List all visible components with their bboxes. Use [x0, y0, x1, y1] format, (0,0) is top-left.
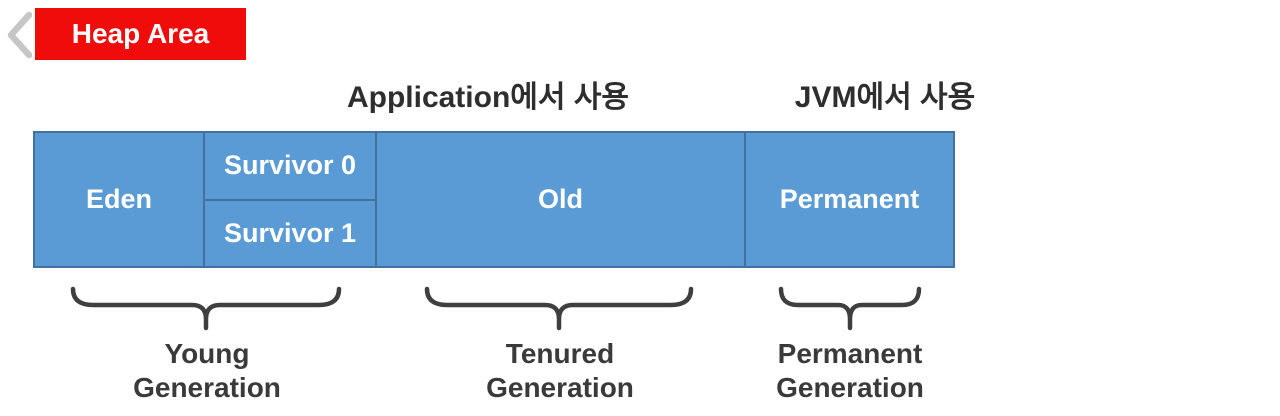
- permanent-generation-label: Permanent Generation: [740, 337, 960, 405]
- heap-area-title-label: Heap Area: [71, 18, 210, 49]
- heap-cell-survivor0: Survivor 0: [205, 133, 375, 199]
- permanent-generation-line1: Permanent: [777, 338, 923, 369]
- annotation-application-usage: Application에서 사용: [346, 81, 630, 114]
- young-generation-line1: Young: [164, 338, 250, 369]
- chevron-left-icon[interactable]: [2, 9, 40, 61]
- young-generation-brace: [70, 286, 342, 331]
- permanent-label: Permanent: [779, 184, 920, 214]
- old-label: Old: [538, 184, 583, 214]
- permanent-generation-brace: [778, 286, 922, 331]
- heap-cell-eden: Eden: [35, 133, 203, 266]
- heap-cell-survivor1: Survivor 1: [205, 200, 375, 266]
- survivor-column: Survivor 0 Survivor 1: [205, 133, 375, 266]
- tenured-generation-label: Tenured Generation: [450, 337, 670, 405]
- young-generation-label: Young Generation: [97, 337, 317, 405]
- eden-label: Eden: [85, 184, 152, 214]
- heap-bar: Eden Survivor 0 Survivor 1 Old Permanent: [33, 131, 955, 268]
- annotation-jvm-usage: JVM에서 사용: [794, 81, 976, 114]
- tenured-generation-line2: Generation: [486, 372, 634, 403]
- survivor0-label: Survivor 0: [223, 150, 357, 181]
- heap-area-title: Heap Area: [35, 8, 246, 60]
- young-generation-line2: Generation: [133, 372, 281, 403]
- tenured-generation-brace: [424, 286, 694, 331]
- permanent-generation-line2: Generation: [776, 372, 924, 403]
- tenured-generation-line1: Tenured: [505, 338, 615, 369]
- survivor1-label: Survivor 1: [223, 217, 357, 248]
- heap-cell-permanent: Permanent: [746, 133, 953, 266]
- heap-cell-old: Old: [377, 133, 744, 266]
